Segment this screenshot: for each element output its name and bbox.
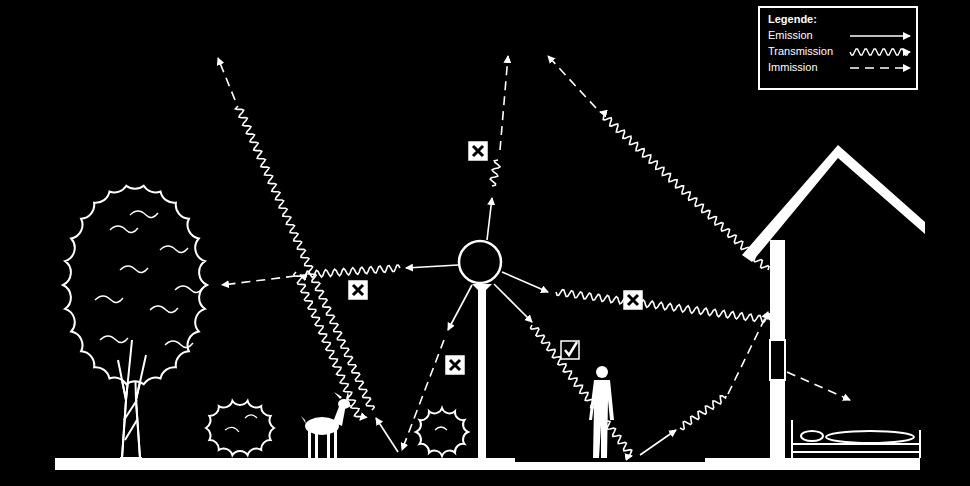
immission-ray [787, 372, 850, 400]
immission-ray [548, 56, 596, 108]
transmission-ray [600, 112, 769, 270]
transmission-ray [556, 290, 770, 323]
transmission-ray [850, 49, 910, 55]
legend-box: Legende: EmissionTransmissionImmission [758, 6, 918, 90]
rating-marks [349, 142, 642, 374]
legend-entry: Immission [768, 61, 818, 74]
transmission-ray [490, 160, 500, 186]
emission-ray [850, 35, 910, 36]
immission-ray [728, 312, 768, 394]
transmission-ray [680, 396, 726, 430]
emission-ray [448, 285, 472, 330]
foliage [206, 401, 274, 456]
transmission-ray [531, 325, 633, 457]
house [742, 145, 925, 458]
moon [111, 58, 142, 105]
emission-ray [494, 284, 532, 322]
light-rays [218, 56, 850, 457]
ground [55, 458, 920, 470]
street-lamp [459, 241, 501, 458]
person [589, 366, 614, 458]
cross-mark [624, 291, 642, 309]
tree-crown [63, 186, 207, 458]
foliage [416, 408, 468, 456]
foliage [63, 186, 207, 385]
emission-ray [376, 418, 398, 452]
bed [792, 420, 920, 458]
deer [301, 391, 352, 458]
immission-ray [218, 58, 235, 100]
cross-mark [469, 142, 487, 160]
immission-ray [850, 67, 910, 68]
immission-ray [222, 276, 295, 285]
foliage-detail [95, 211, 203, 348]
legend-entry: Emission [768, 29, 813, 42]
emission-ray [406, 265, 458, 268]
emission-ray [502, 272, 548, 292]
emission-ray [640, 430, 676, 455]
cross-mark [446, 356, 464, 374]
path-strip [515, 458, 705, 462]
immission-ray [500, 56, 508, 150]
immission-ray [402, 340, 444, 450]
cross-mark [349, 281, 367, 299]
check-mark [561, 341, 579, 359]
emission-ray [487, 198, 492, 240]
transmission-ray [294, 272, 363, 420]
legend-entry: Transmission [768, 45, 833, 58]
transmission-ray [235, 106, 374, 410]
legend-title: Legende: [768, 13, 817, 26]
